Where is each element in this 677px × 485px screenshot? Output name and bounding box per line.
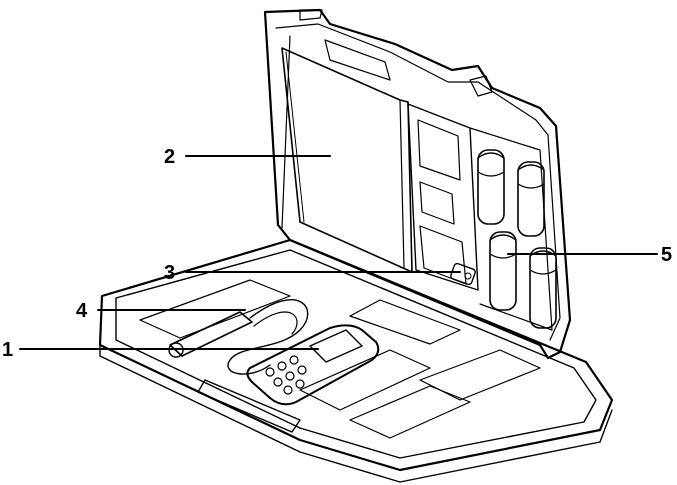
case-base [98, 238, 614, 483]
bottle [529, 247, 557, 329]
callout-5: 5 [507, 244, 672, 266]
instruction-manual [281, 47, 413, 273]
callout-label: 1 [2, 339, 13, 361]
handheld-meter [246, 324, 380, 406]
solution-bottles [477, 149, 557, 329]
callout-4: 4 [76, 300, 246, 322]
case-lid [263, 8, 572, 360]
callout-1: 1 [2, 339, 319, 361]
callout-2: 2 [164, 146, 331, 168]
callout-3: 3 [164, 262, 461, 284]
callout-label: 5 [661, 244, 672, 266]
callout-label: 3 [164, 262, 175, 284]
bottle [517, 161, 545, 237]
base-foam-insert [139, 279, 541, 439]
callout-label: 2 [164, 146, 175, 168]
keypad [265, 355, 307, 395]
lid-compartments [407, 103, 553, 331]
bottle [489, 231, 517, 311]
battery [450, 262, 476, 286]
callout-label: 4 [76, 300, 88, 322]
bottle [477, 149, 505, 225]
